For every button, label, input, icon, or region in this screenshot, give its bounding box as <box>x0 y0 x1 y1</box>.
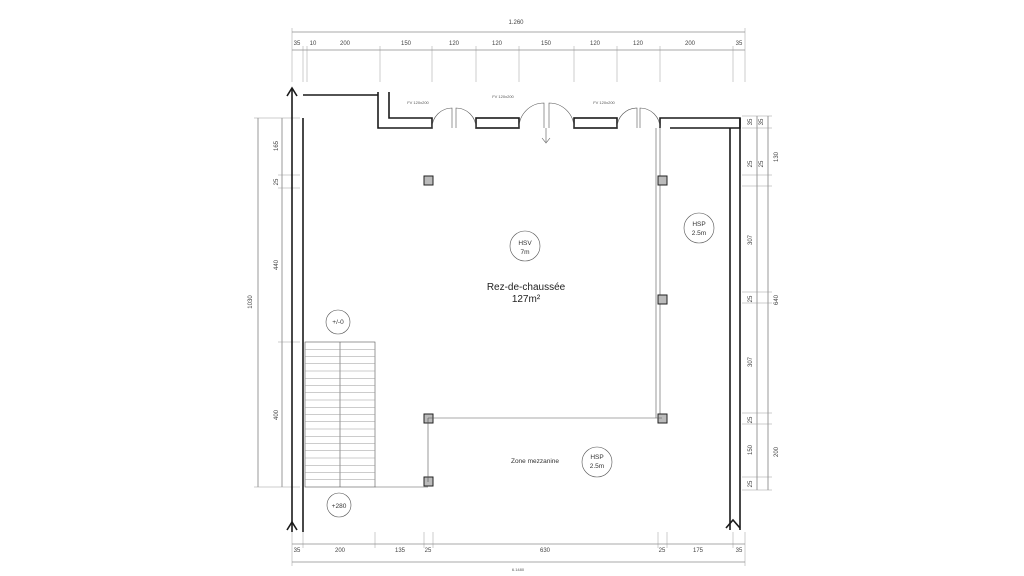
left-total-dimension: 1030 <box>248 295 254 309</box>
hsv-label: HSV <box>518 240 532 247</box>
top-dim-6: 120 <box>492 41 503 47</box>
right-outer-dim-1: 130 <box>774 151 780 162</box>
right-dim-7: 307 <box>748 356 754 367</box>
level-bottom-label: +280 <box>332 503 347 510</box>
top-dim-8: 120 <box>590 41 601 47</box>
top-dim-9: 120 <box>633 41 644 47</box>
top-dim-1: 35 <box>294 41 301 47</box>
right-outer-dim-2: 640 <box>774 294 780 305</box>
hsv-value: 7m <box>520 249 529 256</box>
bottom-dim-3: 135 <box>395 548 406 554</box>
top-total-dimension: 1.260 <box>508 20 524 26</box>
room-area: 127m² <box>512 294 541 305</box>
level-bottom-marker: +280 <box>326 492 352 518</box>
top-dim-2: 10 <box>310 41 317 47</box>
hsp-top-label: HSP <box>692 221 705 228</box>
right-dim-2: 35 <box>759 118 765 125</box>
hsv-marker: HSV 7m <box>509 230 541 262</box>
walls <box>286 86 741 532</box>
left-dim-1: 165 <box>274 140 280 151</box>
bottom-dim-8: 35 <box>736 548 743 554</box>
bottom-total-dimension: 6.1480 <box>512 567 525 572</box>
top-dim-3: 200 <box>340 41 351 47</box>
left-dim-4: 400 <box>274 409 280 420</box>
mezzanine-outline <box>375 417 662 488</box>
bottom-dim-6: 25 <box>659 548 666 554</box>
top-dim-7: 150 <box>541 41 552 47</box>
columns <box>423 175 668 487</box>
right-dim-5: 307 <box>748 234 754 245</box>
room-name: Rez-de-chaussée <box>487 282 566 293</box>
left-dimension-chain: 1030 165 25 440 400 <box>248 117 300 488</box>
level-top-marker: +/-0 <box>325 309 351 335</box>
top-dim-4: 150 <box>401 41 412 47</box>
column <box>423 476 434 487</box>
bottom-dim-1: 35 <box>294 548 301 554</box>
left-dim-2: 25 <box>274 178 280 185</box>
column <box>423 413 434 424</box>
bottom-dim-4: 25 <box>425 548 432 554</box>
openings: FV 120x200 FV 120x200 FV 120x200 <box>407 94 661 144</box>
level-top-label: +/-0 <box>332 319 344 326</box>
bottom-dim-7: 175 <box>693 548 704 554</box>
bottom-dim-2: 200 <box>335 548 346 554</box>
bottom-dim-5: 630 <box>540 548 551 554</box>
right-dimension-chain: 35 35 25 25 307 25 307 25 150 25 130 640… <box>742 115 780 491</box>
hsp-bottom-marker: HSP 2.5m <box>581 446 613 478</box>
column <box>657 175 668 186</box>
column <box>657 413 668 424</box>
window-label-1: FV 120x200 <box>407 100 429 105</box>
right-dim-10: 25 <box>748 480 754 487</box>
hsp-bottom-value: 2.5m <box>590 463 604 470</box>
staircase <box>304 341 376 488</box>
right-dim-1: 35 <box>748 118 754 125</box>
column <box>423 175 434 186</box>
top-dim-10: 200 <box>685 41 696 47</box>
hsp-bottom-label: HSP <box>590 454 603 461</box>
room-labels: Rez-de-chaussée 127m² Zone mezzanine <box>487 282 566 465</box>
top-dimension-chain: 1.260 35 10 200 150 120 120 150 120 120 … <box>291 20 746 82</box>
right-dim-9: 150 <box>748 444 754 455</box>
right-dim-6: 25 <box>748 295 754 302</box>
bottom-dimension-chain: 35 200 135 25 630 25 175 35 6.1480 <box>291 532 746 572</box>
top-dim-11: 35 <box>736 41 743 47</box>
right-outer-dim-3: 200 <box>774 446 780 457</box>
right-dim-8: 25 <box>748 416 754 423</box>
right-dim-3: 25 <box>748 160 754 167</box>
mezzanine-label: Zone mezzanine <box>511 458 559 465</box>
hsp-top-value: 2.5m <box>692 230 706 237</box>
column <box>657 294 668 305</box>
hsp-top-marker: HSP 2.5m <box>683 212 715 244</box>
window-label-3: FV 120x200 <box>593 100 615 105</box>
left-dim-3: 440 <box>274 259 280 270</box>
window-label-2: FV 120x200 <box>492 94 514 99</box>
top-dim-5: 120 <box>449 41 460 47</box>
right-dim-4: 25 <box>759 160 765 167</box>
